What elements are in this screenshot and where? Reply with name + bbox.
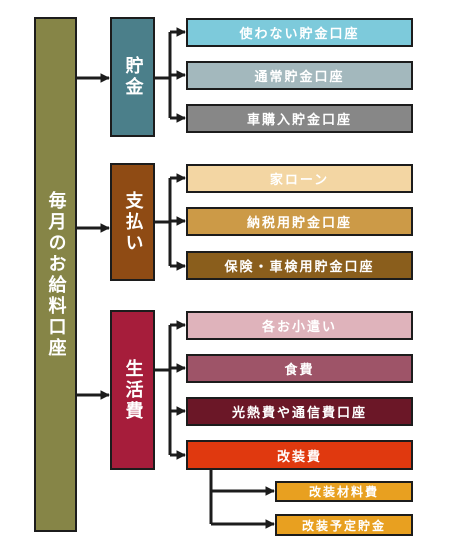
living-branch-connector	[155, 320, 186, 460]
item-renovation-costs: 改装費	[186, 440, 413, 470]
item-allowances: 各お小遣い	[186, 311, 413, 340]
group-payments: 支払い	[110, 163, 155, 281]
item-tax-savings-account: 納税用貯金口座	[186, 207, 413, 236]
item-unused-savings-account: 使わない貯金口座	[186, 18, 413, 47]
renovation-branch-connector	[209, 470, 275, 529]
item-renovation-materials: 改装材料費	[275, 481, 413, 502]
item-car-purchase-savings-account: 車購入貯金口座	[186, 104, 413, 133]
payments-branch-connector	[155, 173, 186, 271]
root-salary-account: 毎月のお給料口座	[34, 17, 77, 532]
group-savings: 貯金	[110, 17, 155, 137]
item-food-expenses: 食費	[186, 354, 413, 383]
item-regular-savings-account: 通常貯金口座	[186, 61, 413, 90]
item-utilities-communication-account: 光熱費や通信費口座	[186, 397, 413, 426]
savings-branch-connector	[155, 27, 186, 123]
item-home-loan: 家ローン	[186, 164, 413, 193]
group-living-expenses: 生活費	[110, 310, 155, 470]
item-insurance-inspection-savings-account: 保険・車検用貯金口座	[186, 251, 413, 280]
item-renovation-planned-savings: 改装予定貯金	[275, 514, 413, 536]
